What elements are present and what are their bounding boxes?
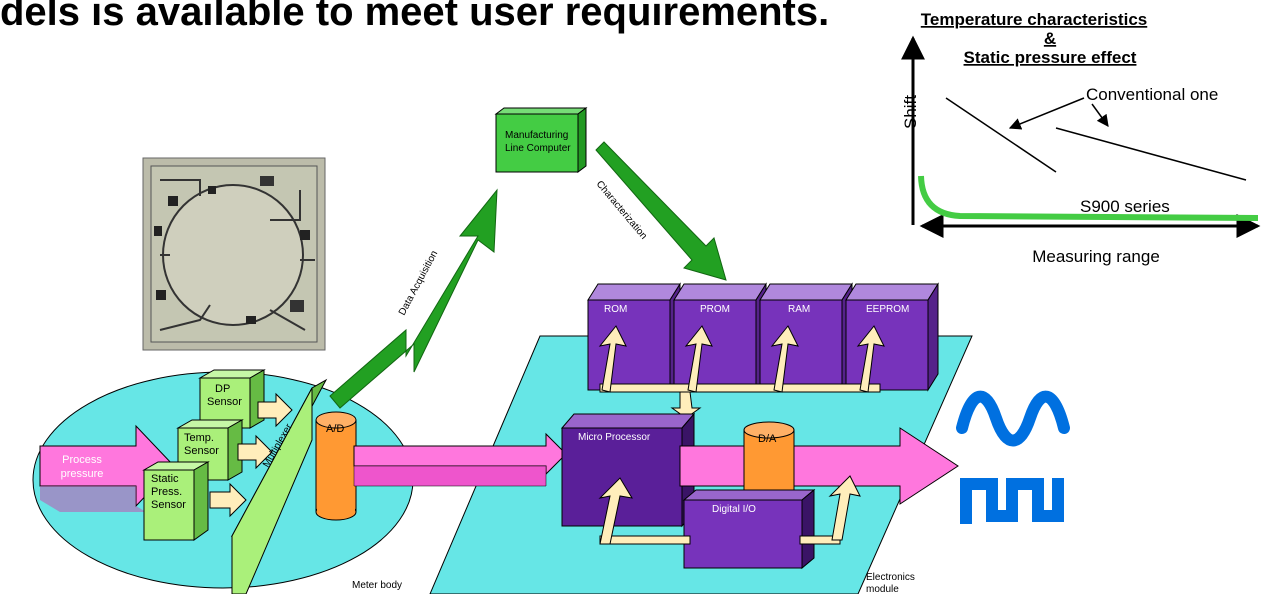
sensor-output-arrows [209,392,293,518]
electronics-label-2: module [866,584,899,594]
data-acquisition-arrow [329,188,498,409]
s900-label: S900 series [1080,197,1170,216]
temp-sensor-label-1: Temp. [184,432,214,444]
digital-io: Digital I/O [682,488,816,570]
io-bus [598,475,861,545]
ad-converter: A/D [315,411,357,521]
manufacturing-line-computer: Manufacturing Line Computer [494,107,588,173]
inset-y-label: Shift [901,95,920,129]
dp-sensor-label-1: DP [215,383,230,395]
memory-bus [598,325,885,419]
rom-label: ROM [604,304,627,315]
ram-block: RAM [759,282,853,392]
static-sensor-label-3: Sensor [151,499,186,511]
inset-title-line1: Temperature characteristics [921,10,1147,29]
prom-label: PROM [700,304,730,315]
multiplexer: Multiplexer [230,378,328,594]
data-acquisition-label: Data Acquisition [397,249,440,317]
eeprom-block: EEPROM [845,282,939,392]
characterization-arrow [595,141,727,281]
process-pressure-arrow: Process pressure [39,424,175,512]
process-pressure-label-1: Process [62,454,102,466]
da-label: D/A [758,433,777,445]
dp-sensor-label-2: Sensor [207,396,242,408]
slide-headline: dels is available to meet user requireme… [0,0,830,34]
digital-signal-icon [960,478,1064,524]
computer-label-2: Line Computer [505,143,571,154]
rom-block: ROM [587,282,681,392]
process-pressure-label-2: pressure [61,468,104,480]
eeprom-label: EEPROM [866,304,909,315]
inset-title-amp: & [1044,29,1056,48]
pointer-arrow-1 [1008,97,1085,130]
computer-label-1: Manufacturing [505,130,568,141]
micro-processor-label: Micro Processor [578,432,651,443]
analog-signal-icon [956,390,1070,447]
ad-label: A/D [326,423,344,435]
meter-body-label: Meter body [352,580,402,591]
temp-sensor-label-2: Sensor [184,445,219,457]
pointer-arrow-2 [1091,103,1109,127]
digital-io-label: Digital I/O [712,504,756,515]
conventional-line-1 [945,97,1057,173]
sensor-chip-image [142,157,326,351]
conventional-label: Conventional one [1086,85,1218,104]
s900-curve [918,175,1259,221]
inset-x-label: Measuring range [1032,247,1160,266]
signal-path-arrow-shadow [353,465,547,487]
static-sensor-label-1: Static [151,473,179,485]
static-sensor-label-2: Press. [151,486,182,498]
ram-label: RAM [788,304,810,315]
dp-sensor: DP Sensor [198,369,266,429]
electronics-label-1: Electronics [866,572,915,583]
prom-block: PROM [673,282,767,392]
inset-chart: Temperature characteristics & Static pre… [901,10,1261,266]
inset-title-line2: Static pressure effect [964,48,1137,67]
static-pressure-sensor: Static Press. Sensor [142,461,210,541]
micro-processor: Micro Processor [560,412,696,528]
conventional-line-2 [1055,127,1247,181]
